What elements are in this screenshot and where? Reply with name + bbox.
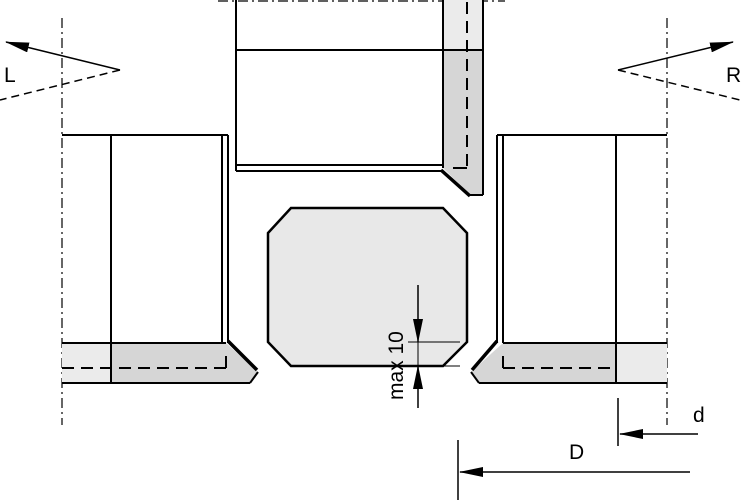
D-label: D bbox=[569, 441, 584, 464]
left-jaw bbox=[62, 134, 259, 384]
d-dimension bbox=[617, 398, 698, 446]
top-jaw bbox=[235, 0, 484, 198]
D-dimension bbox=[457, 440, 690, 500]
d-label: d bbox=[693, 404, 705, 427]
right-jaw bbox=[470, 134, 667, 384]
left-label: L bbox=[4, 64, 16, 87]
left-direction-arrow bbox=[0, 41, 121, 101]
max-label: max 10 bbox=[385, 331, 408, 400]
max-dimension bbox=[408, 285, 460, 408]
right-label: R bbox=[726, 64, 741, 87]
center-lines bbox=[61, 0, 668, 425]
right-direction-arrow bbox=[617, 41, 741, 101]
